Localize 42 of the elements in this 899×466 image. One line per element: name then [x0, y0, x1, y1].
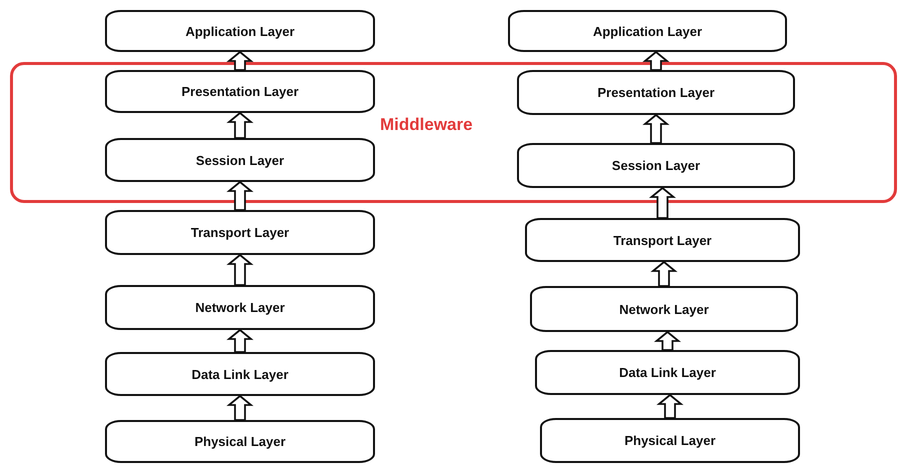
- hollow-arrow: [226, 328, 254, 353]
- hollow-arrow: [226, 112, 254, 139]
- layer-label: Data Link Layer: [619, 365, 716, 380]
- layer-box: [105, 70, 375, 113]
- layer-label: Presentation Layer: [597, 85, 715, 100]
- layer-label: Presentation Layer: [181, 84, 299, 99]
- layer-box: [525, 218, 800, 262]
- region-title: Middleware: [380, 115, 473, 135]
- layer-box: [105, 10, 375, 52]
- hollow-arrow: [642, 50, 670, 71]
- hollow-arrow: [650, 260, 678, 287]
- layer-label: Application Layer: [592, 24, 702, 38]
- layer-box: [105, 285, 375, 330]
- layer-box: [105, 352, 375, 396]
- layer-label: Transport Layer: [190, 225, 290, 240]
- layer-label: Network Layer: [619, 302, 709, 316]
- layer-label: Application Layer: [185, 24, 295, 38]
- hollow-arrow: [226, 50, 254, 71]
- layer-label: Network Layer: [195, 300, 285, 315]
- layer-label: Session Layer: [196, 152, 284, 168]
- layer-label: Session Layer: [612, 158, 700, 173]
- layer-box: [105, 210, 375, 255]
- layer-box: [535, 350, 800, 395]
- layer-box: [105, 138, 375, 182]
- hollow-arrow: [642, 114, 670, 144]
- hollow-arrow: [226, 254, 254, 286]
- layer-box: [508, 10, 787, 52]
- layer-box: [517, 70, 795, 115]
- layer-box: [517, 143, 795, 188]
- layer-label: Physical Layer: [624, 433, 716, 448]
- middleware-region: [10, 62, 897, 203]
- hollow-arrow: [226, 180, 254, 211]
- layer-box: [530, 286, 798, 332]
- layer-label: Transport Layer: [613, 232, 712, 248]
- layer-box: [540, 418, 800, 463]
- hollow-arrow: [654, 330, 682, 351]
- layer-label: Data Link Layer: [192, 366, 288, 382]
- layer-box: [105, 420, 375, 463]
- hollow-arrow: [648, 186, 676, 219]
- hollow-arrow: [656, 394, 684, 419]
- layer-label: Physical Layer: [194, 434, 286, 449]
- hollow-arrow: [226, 394, 254, 421]
